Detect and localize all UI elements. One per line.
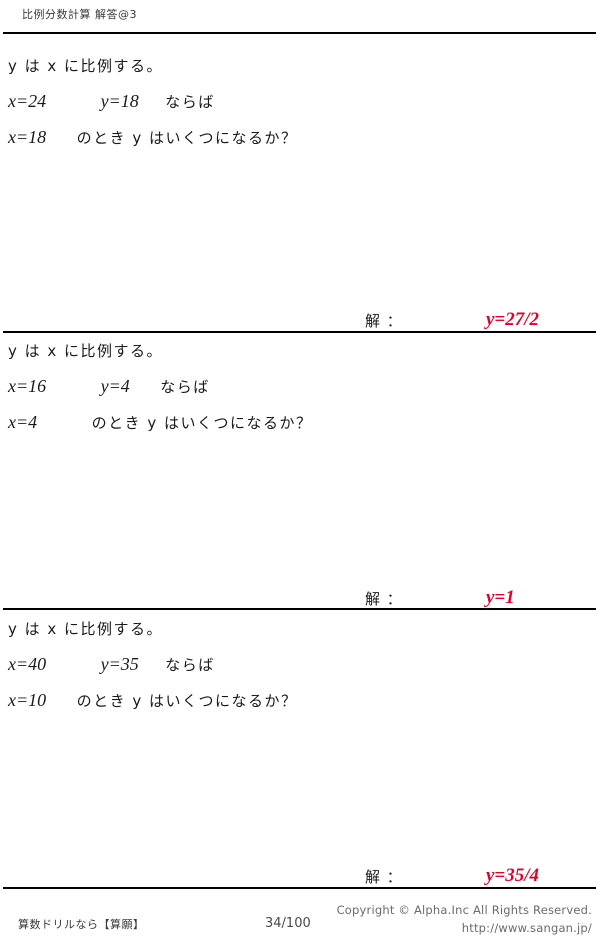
condition-word: ならば [160, 378, 210, 396]
question-x-value: x=18 [8, 127, 47, 147]
answer-row-2: 解 ： y=1 [0, 587, 600, 612]
problem-statement: y は x に比例する。 [8, 618, 163, 639]
divider-after-problem-1 [3, 331, 596, 333]
divider-after-problem-2 [3, 608, 596, 610]
answer-value: y=27/2 [486, 309, 540, 330]
question-text: のとき y はいくつになるか？ [76, 692, 298, 710]
answer-row-1: 解 ： y=27/2 [0, 309, 600, 334]
answer-label: 解 ： [365, 590, 403, 608]
problem-given-line: x=16 y=4 ならば [8, 376, 210, 397]
answer-row-3: 解 ： y=35/4 [0, 865, 600, 890]
given-y-value: y=4 [100, 376, 130, 396]
problem-given-line: x=24 y=18 ならば [8, 91, 215, 112]
footer-page-number: 34/100 [265, 916, 311, 931]
divider-top [3, 32, 596, 34]
question-x-value: x=4 [8, 412, 38, 432]
problem-given-line: x=40 y=35 ならば [8, 654, 215, 675]
condition-word: ならば [165, 656, 215, 674]
footer-copyright: Copyright © Alpha.Inc All Rights Reserve… [336, 903, 592, 917]
footer-brand: 算数ドリルなら【算願】 [18, 918, 145, 931]
problem-statement-text: y は x に比例する。 [8, 342, 164, 360]
page-title: 比例分数計算 解答@3 [22, 8, 137, 21]
footer-url[interactable]: http://www.sangan.jp/ [461, 921, 592, 935]
problem-question-line: x=10 のとき y はいくつになるか？ [8, 690, 298, 711]
problem-statement: y は x に比例する。 [8, 55, 163, 76]
problem-statement-text: y は x に比例する。 [8, 620, 164, 638]
condition-word: ならば [165, 93, 215, 111]
problem-question-line: x=4 のとき y はいくつになるか？ [8, 412, 313, 433]
given-y-value: y=35 [100, 654, 139, 674]
problem-question-line: x=18 のとき y はいくつになるか？ [8, 127, 298, 148]
question-x-value: x=10 [8, 690, 47, 710]
question-text: のとき y はいくつになるか？ [76, 129, 298, 147]
answer-label: 解 ： [365, 868, 403, 886]
answer-value: y=1 [486, 587, 515, 608]
given-x-value: x=16 [8, 376, 47, 396]
given-x-value: x=24 [8, 91, 47, 111]
answer-label: 解 ： [365, 312, 403, 330]
answer-value: y=35/4 [486, 865, 540, 886]
question-text: のとき y はいくつになるか？ [91, 414, 313, 432]
divider-footer [3, 887, 596, 889]
problem-statement: y は x に比例する。 [8, 340, 163, 361]
given-x-value: x=40 [8, 654, 47, 674]
problem-statement-text: y は x に比例する。 [8, 57, 164, 75]
given-y-value: y=18 [100, 91, 139, 111]
